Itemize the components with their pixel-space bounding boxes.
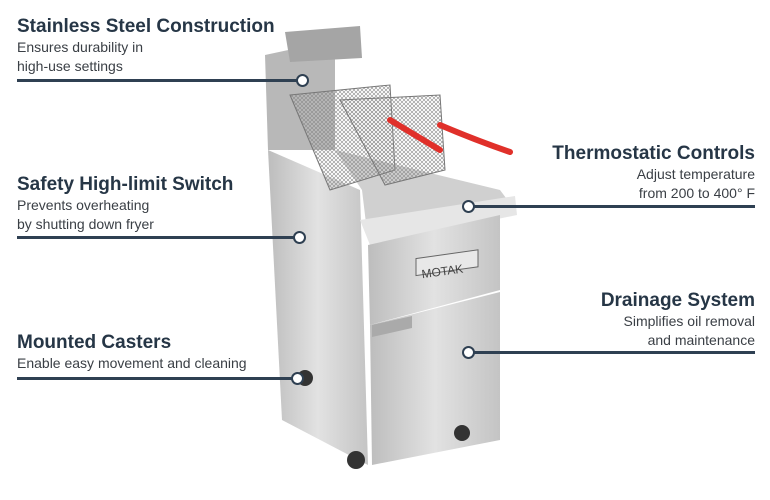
callout-title: Safety High-limit Switch (17, 174, 234, 195)
callout-title: Drainage System (600, 290, 755, 311)
callout-leader-line (17, 236, 295, 239)
callout-dot (296, 74, 309, 87)
callout-leader-line (470, 351, 755, 354)
callout-leader-line (17, 79, 299, 82)
callout-drainage-system: Drainage System Simplifies oil removal a… (601, 290, 755, 350)
callout-desc-line: Adjust temperature (636, 166, 755, 182)
callout-thermostatic-controls: Thermostatic Controls Adjust temperature… (552, 143, 755, 203)
fryer-side-panel (268, 150, 368, 465)
callout-title: Thermostatic Controls (552, 143, 755, 164)
callout-title: Stainless Steel Construction (17, 16, 275, 37)
fryer-door (370, 292, 500, 465)
callout-high-limit-switch: Safety High-limit Switch Prevents overhe… (17, 174, 233, 234)
basket-handle (437, 122, 513, 155)
callout-leader-line (470, 205, 755, 208)
brand-logo (415, 249, 479, 277)
callout-dot (462, 346, 475, 359)
callout-desc-line: Prevents overheating (17, 197, 150, 213)
fry-basket-right (339, 94, 446, 186)
basket-handle (387, 117, 443, 153)
callout-desc-line: high-use settings (17, 58, 123, 74)
callout-dot (293, 231, 306, 244)
callout-desc-line: and maintenance (647, 332, 755, 348)
callout-desc-line: Simplifies oil removal (623, 313, 755, 329)
callout-dot (462, 200, 475, 213)
callout-desc-line: by shutting down fryer (17, 216, 154, 232)
callout-desc-line: from 200 to 400° F (638, 185, 755, 201)
caster (454, 425, 470, 441)
callout-stainless-steel: Stainless Steel Construction Ensures dur… (17, 16, 275, 76)
callout-dot (291, 372, 304, 385)
callout-desc-line: Enable easy movement and cleaning (17, 355, 247, 371)
caster (347, 451, 365, 469)
svg-text:MOTAK: MOTAK (421, 262, 464, 282)
callout-title: Mounted Casters (17, 332, 172, 353)
callout-leader-line (17, 377, 293, 380)
callout-desc-line: Ensures durability in (17, 39, 144, 55)
callout-mounted-casters: Mounted Casters Enable easy movement and… (17, 332, 247, 373)
